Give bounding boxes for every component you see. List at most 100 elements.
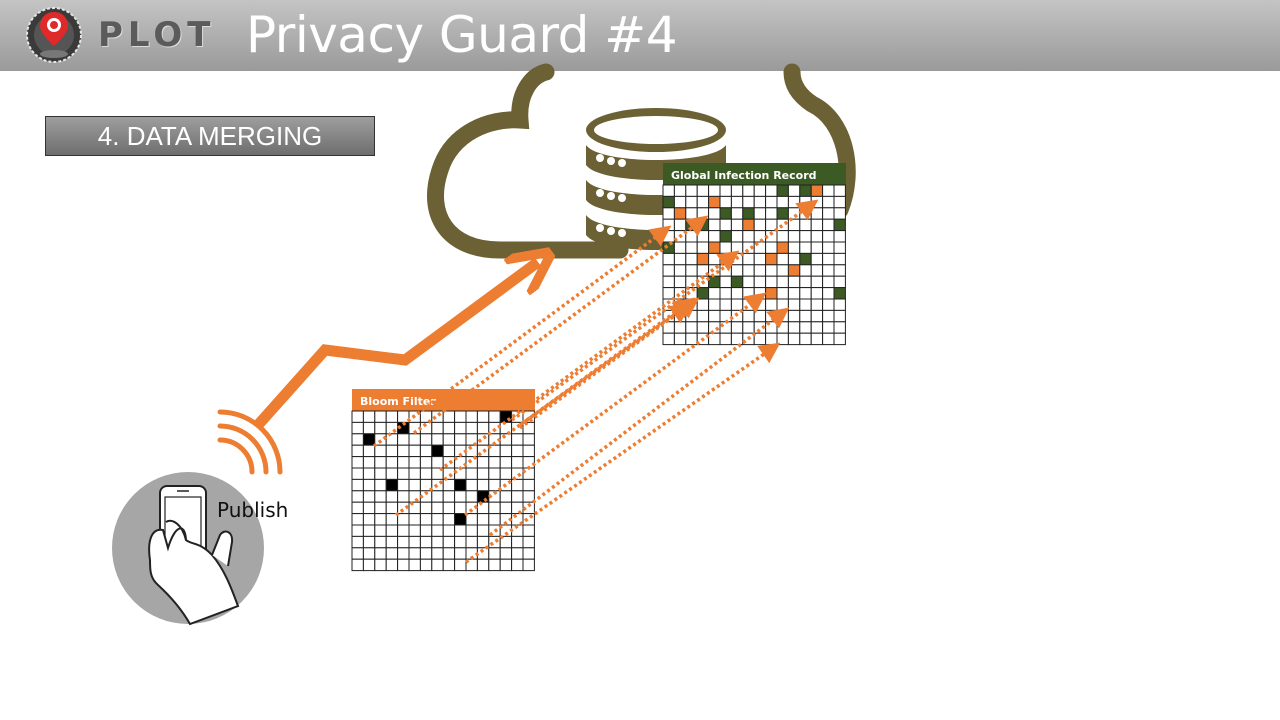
- global-record-cell: [833, 298, 846, 311]
- bloom-filter-cell: [362, 444, 376, 458]
- publish-label: Publish: [217, 498, 288, 522]
- bloom-filter-cell: [488, 513, 501, 526]
- bloom-filter-cell: [385, 467, 399, 480]
- global-record-cell: [833, 184, 846, 197]
- bloom-filter-cell: [374, 467, 387, 480]
- bloom-filter-cell: [465, 513, 478, 526]
- bloom-filter-cell: [442, 547, 456, 560]
- bloom-filter-cell: [362, 478, 376, 492]
- bloom-filter-cell: [488, 501, 501, 515]
- bloom-filter-cell: [488, 558, 501, 572]
- global-record-cell: [776, 230, 789, 243]
- mapping-arrow: [463, 292, 767, 517]
- bloom-filter-cell: [511, 456, 524, 469]
- global-record-cell: [730, 332, 744, 346]
- global-record-cell: [696, 309, 710, 323]
- bloom-filter-grid: Bloom Filter: [351, 389, 535, 572]
- bloom-filter-cell: [465, 467, 478, 480]
- global-record-cell: [730, 184, 744, 197]
- global-record-cell: [673, 264, 687, 277]
- bloom-filter-cell: [397, 433, 410, 446]
- bloom-filter-filled-cell: [362, 433, 376, 446]
- global-record-cell: [753, 264, 767, 277]
- bloom-filter-cell: [431, 547, 444, 560]
- global-record-cell: [799, 264, 812, 277]
- bloom-filter-cell: [511, 478, 524, 492]
- global-record-cell: [708, 309, 721, 323]
- global-record-filled-cell: [708, 275, 721, 289]
- bloom-filter-cell: [397, 535, 410, 549]
- bloom-filter-cell: [362, 501, 376, 515]
- bloom-filter-cell: [476, 478, 490, 492]
- global-record-cell: [742, 309, 755, 323]
- bloom-filter-cell: [374, 410, 387, 423]
- bloom-filter-cell: [511, 433, 524, 446]
- bloom-filter-cell: [397, 467, 410, 480]
- bloom-filter-title: Bloom Filter: [360, 395, 436, 408]
- global-record-cell: [776, 264, 789, 277]
- global-record-cell: [822, 275, 835, 289]
- bloom-filter-cell: [385, 524, 399, 537]
- bloom-filter-cell: [454, 558, 467, 572]
- bloom-filter-cell: [419, 421, 433, 435]
- global-record-filled-cell: [799, 184, 812, 197]
- global-record-cell: [753, 218, 767, 232]
- global-record-cell: [662, 207, 675, 220]
- bloom-filter-cell: [419, 513, 433, 526]
- global-record-cell: [662, 264, 675, 277]
- global-infection-record-grid: Global Infection Record: [662, 163, 846, 346]
- bloom-filter-cell: [522, 524, 535, 537]
- bloom-filter-cell: [499, 444, 513, 458]
- bloom-filter-cell: [419, 467, 433, 480]
- bloom-filter-cell: [476, 547, 490, 560]
- global-record-filled-cell: [673, 207, 687, 220]
- global-record-filled-cell: [776, 241, 789, 254]
- global-record-cell: [799, 218, 812, 232]
- global-record-cell: [810, 241, 824, 254]
- mapping-arrow: [394, 297, 696, 517]
- bloom-filter-cell: [408, 535, 421, 549]
- global-record-cell: [730, 298, 744, 311]
- bloom-filter-cell: [351, 433, 364, 446]
- global-record-cell: [753, 195, 767, 209]
- bloom-filter-cell: [476, 501, 490, 515]
- global-record-cell: [685, 252, 698, 266]
- bloom-filter-cell: [488, 547, 501, 560]
- bloom-filter-cell: [362, 421, 376, 435]
- global-record-cell: [776, 218, 789, 232]
- global-record-cell: [753, 184, 767, 197]
- global-record-cell: [776, 252, 789, 266]
- global-record-cell: [696, 184, 710, 197]
- global-record-cell: [730, 218, 744, 232]
- bloom-filter-cell: [385, 513, 399, 526]
- global-record-cell: [685, 332, 698, 346]
- global-record-cell: [822, 264, 835, 277]
- bloom-filter-cell: [374, 558, 387, 572]
- bloom-filter-cell: [351, 513, 364, 526]
- global-record-cell: [696, 230, 710, 243]
- bloom-filter-cell: [454, 421, 467, 435]
- bloom-filter-cell: [374, 444, 387, 458]
- global-record-cell: [799, 332, 812, 346]
- global-record-cell: [673, 218, 687, 232]
- bloom-filter-cell: [522, 478, 535, 492]
- bloom-filter-cell: [499, 467, 513, 480]
- global-record-cell: [822, 252, 835, 266]
- bloom-filter-cell: [476, 558, 490, 572]
- bloom-filter-cell: [397, 410, 410, 423]
- bloom-filter-cell: [397, 558, 410, 572]
- global-record-filled-cell: [742, 207, 755, 220]
- global-record-cell: [742, 321, 755, 334]
- bloom-filter-cell: [442, 558, 456, 572]
- global-record-cell: [673, 252, 687, 266]
- global-record-cell: [730, 321, 744, 334]
- bloom-filter-cell: [465, 478, 478, 492]
- bloom-filter-cell: [488, 535, 501, 549]
- global-record-cell: [662, 275, 675, 289]
- global-record-cell: [799, 298, 812, 311]
- global-record-cell: [730, 195, 744, 209]
- bloom-filter-cell: [397, 444, 410, 458]
- bloom-filter-cell: [522, 535, 535, 549]
- bloom-filter-cell: [397, 478, 410, 492]
- cloud-icon: [427, 63, 856, 259]
